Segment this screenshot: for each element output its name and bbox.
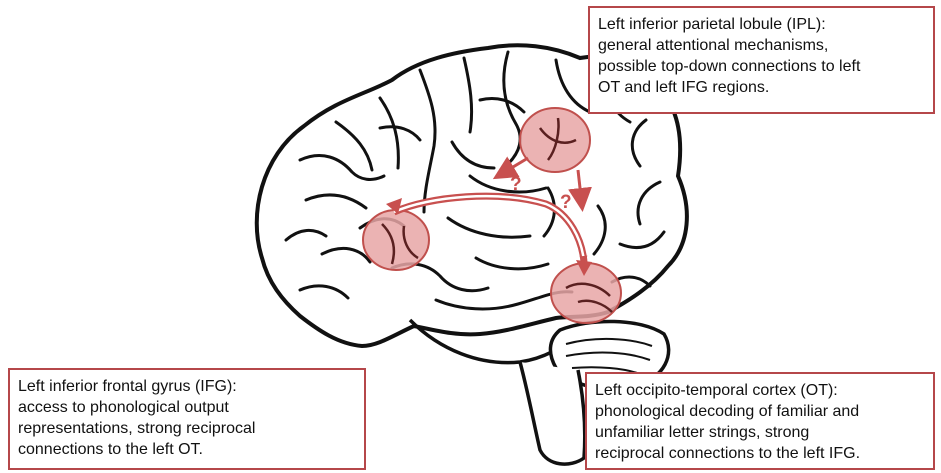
- ipl-callout-line: OT and left IFG regions.: [598, 77, 925, 98]
- ot-callout-line: phonological decoding of familiar and: [595, 401, 925, 422]
- ipl-callout-line: possible top-down connections to left: [598, 56, 925, 77]
- ipl-to-ifg-question-mark: ?: [510, 174, 522, 195]
- ipl-callout-line: Left inferior parietal lobule (IPL):: [598, 14, 925, 35]
- ifg-region[interactable]: [363, 210, 429, 270]
- ot-callout-box: Left occipito-temporal cortex (OT): phon…: [585, 372, 935, 470]
- ifg-callout-line: connections to the left OT.: [18, 439, 356, 460]
- ifg-callout-box: Left inferior frontal gyrus (IFG): acces…: [8, 368, 366, 470]
- ipl-to-ot-question-mark: ?: [560, 192, 572, 213]
- ifg-callout-line: access to phonological output: [18, 397, 356, 418]
- ipl-callout-line: general attentional mechanisms,: [598, 35, 925, 56]
- ipl-callout-box: Left inferior parietal lobule (IPL): gen…: [588, 6, 935, 114]
- brainstem: [520, 362, 585, 464]
- ifg-callout-line: Left inferior frontal gyrus (IFG):: [18, 376, 356, 397]
- ot-callout-line: Left occipito-temporal cortex (OT):: [595, 380, 925, 401]
- ifg-callout-line: representations, strong reciprocal: [18, 418, 356, 439]
- ot-callout-line: unfamiliar letter strings, strong: [595, 422, 925, 443]
- ot-callout-line: reciprocal connections to the left IFG.: [595, 443, 925, 464]
